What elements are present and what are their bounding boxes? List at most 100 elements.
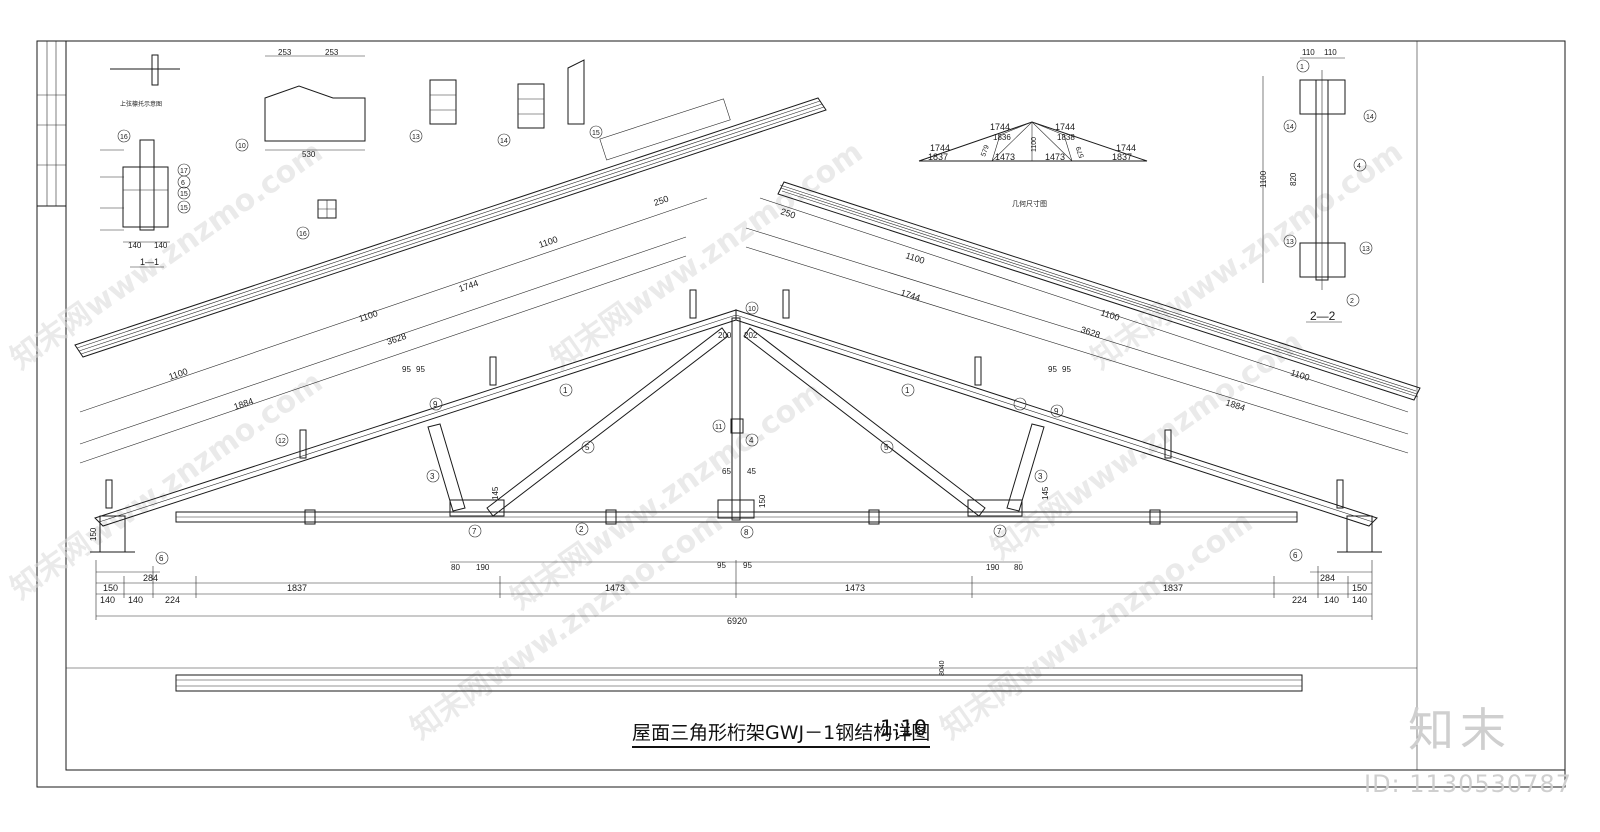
svg-text:8040: 8040 <box>939 660 946 676</box>
svg-text:1836: 1836 <box>993 133 1011 142</box>
svg-text:1744: 1744 <box>899 287 921 303</box>
svg-text:13: 13 <box>1362 246 1370 253</box>
svg-text:2: 2 <box>1350 298 1354 305</box>
svg-text:80: 80 <box>1014 563 1023 572</box>
gusset-left <box>449 499 505 517</box>
svg-text:8: 8 <box>744 528 749 537</box>
svg-text:15: 15 <box>592 130 600 137</box>
svg-text:4: 4 <box>1357 163 1361 170</box>
svg-text:150: 150 <box>758 494 767 508</box>
svg-text:65: 65 <box>722 467 731 476</box>
svg-text:1744: 1744 <box>1116 143 1136 153</box>
id-watermark: ID: 1130530787 <box>1364 770 1572 798</box>
total-span: 6920 <box>727 616 747 626</box>
svg-text:15: 15 <box>180 191 188 198</box>
svg-text:1744: 1744 <box>457 278 479 294</box>
svg-text:253: 253 <box>325 48 339 57</box>
left-top-chord-strip <box>74 97 827 358</box>
svg-text:12: 12 <box>278 438 286 445</box>
svg-text:14: 14 <box>1366 114 1374 121</box>
svg-text:1100: 1100 <box>904 250 926 265</box>
svg-text:上弦檩托示意图: 上弦檩托示意图 <box>120 100 162 108</box>
svg-text:1473: 1473 <box>995 152 1015 162</box>
svg-text:145: 145 <box>1041 486 1050 500</box>
svg-text:820: 820 <box>1289 172 1298 186</box>
section-1-1: 16 17 6 15 15 140 140 1—1 <box>100 129 191 268</box>
svg-text:95: 95 <box>717 561 726 570</box>
drawing-scale: 1:10 <box>880 716 928 740</box>
watermark-text: 知末网www.znzmo.com <box>5 365 330 607</box>
svg-text:1100: 1100 <box>537 234 559 250</box>
svg-text:150: 150 <box>103 583 118 593</box>
svg-text:140: 140 <box>1352 595 1367 605</box>
svg-text:190: 190 <box>986 563 1000 572</box>
right-top-chord-strip <box>777 181 1421 401</box>
node-dims: 95 95 95 95 80 190 190 80 95 95 65 45 20… <box>89 331 1071 572</box>
svg-text:1837: 1837 <box>928 152 948 162</box>
svg-text:1837: 1837 <box>1112 152 1132 162</box>
svg-text:1744: 1744 <box>1055 122 1075 132</box>
svg-text:10: 10 <box>748 306 756 313</box>
svg-text:95: 95 <box>402 365 411 374</box>
svg-text:5: 5 <box>585 443 590 452</box>
svg-text:140: 140 <box>1324 595 1339 605</box>
bottom-chord-elevation: 8040 <box>175 660 1303 692</box>
geometry-sketch-label: 几何尺寸图 <box>1012 199 1047 208</box>
drawing-title: 屋面三角形桁架GWJ－1钢结构详图 <box>632 718 931 748</box>
svg-text:250: 250 <box>652 194 669 208</box>
svg-text:1100: 1100 <box>357 308 379 324</box>
svg-text:7: 7 <box>997 527 1002 536</box>
svg-text:45: 45 <box>747 467 756 476</box>
svg-text:284: 284 <box>1320 573 1335 583</box>
bottom-dimension-chain: 150 1837 1473 1473 1837 150 140 140 224 … <box>95 560 1373 626</box>
svg-text:14: 14 <box>1286 124 1294 131</box>
svg-text:224: 224 <box>165 595 180 605</box>
section-1-1-label: 1—1 <box>140 257 159 267</box>
svg-text:95: 95 <box>1048 365 1057 374</box>
svg-text:1100: 1100 <box>1099 307 1121 322</box>
svg-text:1: 1 <box>563 386 568 395</box>
svg-text:1100: 1100 <box>1031 137 1038 152</box>
svg-text:1744: 1744 <box>990 122 1010 132</box>
svg-text:13: 13 <box>1286 239 1294 246</box>
svg-text:1473: 1473 <box>845 583 865 593</box>
geometry-sketch: 1744 1744 1744 1744 1836 1838 1837 1473 … <box>918 121 1148 208</box>
svg-text:13: 13 <box>412 134 420 141</box>
svg-text:1100: 1100 <box>167 366 189 382</box>
svg-text:6: 6 <box>159 554 164 563</box>
svg-text:16: 16 <box>299 231 307 238</box>
gusset-center <box>717 499 755 519</box>
main-truss <box>90 289 1382 553</box>
svg-text:1: 1 <box>1300 64 1304 71</box>
svg-text:3628: 3628 <box>1079 324 1101 340</box>
plate-details: 13 14 15 16 <box>296 59 603 240</box>
watermark-text: 知末网www.znzmo.com <box>985 325 1310 567</box>
svg-text:140: 140 <box>128 241 142 250</box>
svg-text:11: 11 <box>715 424 722 431</box>
gusset-right <box>967 499 1023 517</box>
inner-frame <box>65 40 1566 771</box>
purlin-clip-profile: 530 253 253 10 <box>235 48 366 159</box>
svg-text:95: 95 <box>743 561 752 570</box>
svg-text:9: 9 <box>1054 407 1059 416</box>
svg-text:80: 80 <box>451 563 460 572</box>
watermark-text: 知末网www.znzmo.com <box>545 135 870 377</box>
svg-text:1473: 1473 <box>605 583 625 593</box>
svg-text:95: 95 <box>1062 365 1071 374</box>
svg-text:1838: 1838 <box>1057 133 1075 142</box>
svg-text:6: 6 <box>181 180 185 187</box>
purlin-detail: 上弦檩托示意图 <box>110 54 180 108</box>
right-diagonal <box>743 327 986 517</box>
svg-text:110: 110 <box>1324 48 1337 57</box>
left-strut <box>427 423 466 512</box>
svg-text:6: 6 <box>1293 551 1298 560</box>
svg-text:2: 2 <box>579 525 584 534</box>
svg-text:95: 95 <box>416 365 425 374</box>
section-2-2-label: 2—2 <box>1310 309 1336 323</box>
watermark: 知末网www.znzmo.com 知末网www.znzmo.com 知末网www… <box>5 135 1410 747</box>
title-block <box>36 40 67 207</box>
svg-text:1837: 1837 <box>1163 583 1183 593</box>
svg-text:250: 250 <box>779 206 796 220</box>
svg-text:1744: 1744 <box>930 143 950 153</box>
